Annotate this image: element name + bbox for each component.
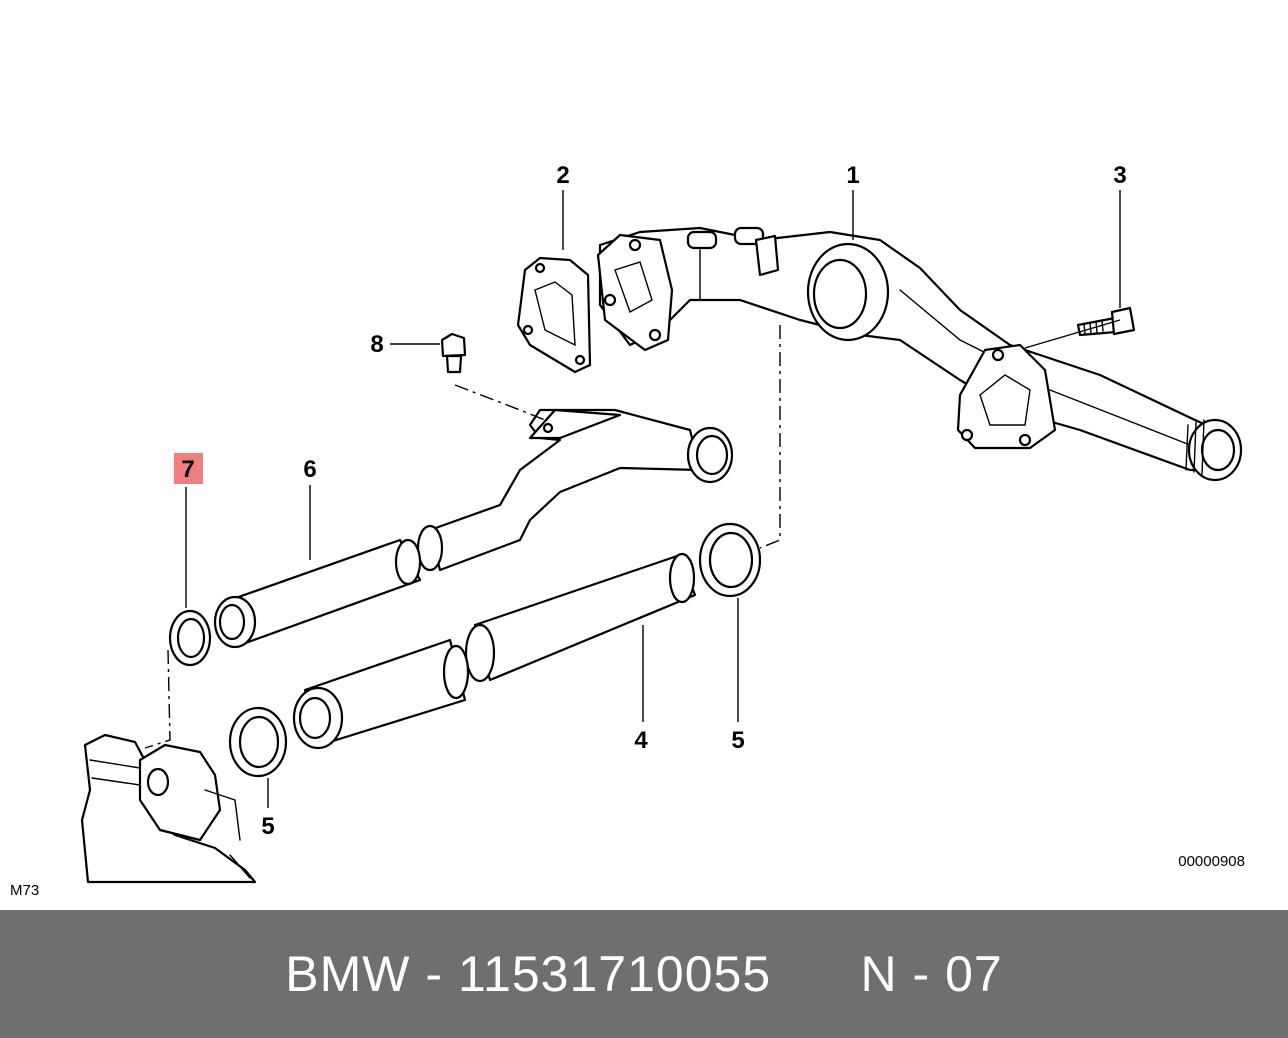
part-bolt-3 [1076,306,1136,337]
callout-1: 1 [846,162,859,189]
part-sealing-ring-5b [228,706,288,778]
part-sealing-ring-7 [168,609,212,667]
footer-gap [771,945,860,1003]
footer-space [410,945,425,1003]
footer-space [443,945,458,1003]
model-code: M73 [10,882,39,899]
leader-lines [185,190,1121,808]
footer-brand: BMW [285,946,411,1002]
callout-5-left: 5 [261,813,274,840]
footer-position-number: 07 [945,946,1003,1002]
callout-7: 7 [181,456,194,483]
callout-3: 3 [1113,162,1126,189]
part-short-hose [292,638,470,750]
footer-separator-2: - [912,946,931,1002]
callout-8: 8 [370,331,383,358]
callout-5-right: 5 [731,727,744,754]
parts-diagram: 1 2 3 8 6 7 4 5 5 M73 00000908 [10,162,1245,899]
part-coolant-pipe [596,226,1243,482]
callout-4: 4 [634,727,648,754]
part-number-footer: BMW - 11531710055 N - 07 [0,910,1288,1038]
assembly-lines [144,325,781,749]
footer-space [898,945,913,1003]
footer-position-label: N [860,946,898,1002]
exploded-view-svg: 1 2 3 8 6 7 4 5 5 M73 00000908 [10,162,1245,899]
part-hose-6 [213,538,422,649]
part-engine-block [80,733,257,884]
part-gasket [516,256,592,374]
part-hose-4 [464,552,697,683]
callout-6: 6 [303,456,316,483]
callout-7-highlight [174,453,203,484]
callout-2: 2 [556,162,569,189]
part-bolt-8 [440,332,467,374]
part-bent-pipe [416,408,734,572]
drawing-number: 00000908 [1178,853,1245,870]
part-sealing-ring-5a [698,522,762,598]
footer-separator-1: - [425,946,444,1002]
footer-space [930,945,945,1003]
footer-part-number: 11531710055 [457,946,772,1002]
